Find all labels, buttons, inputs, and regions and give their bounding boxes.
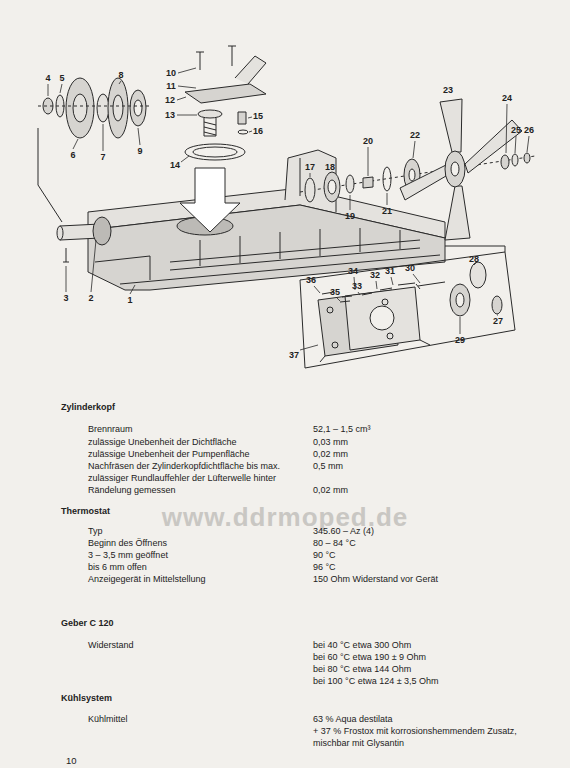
callout-number: 27	[493, 315, 503, 327]
fan-shaft	[57, 217, 111, 262]
callout-number: 14	[170, 159, 180, 171]
callout-number: 24	[502, 92, 512, 104]
callout-number: 30	[405, 262, 415, 274]
spec-value: 0,02 mm	[313, 448, 348, 460]
leader-lines	[48, 68, 529, 350]
spec-value: 345.60 – Az (4)	[313, 525, 374, 537]
spec-label: Kühlmittel	[88, 713, 128, 725]
callout-number: 11	[166, 80, 176, 92]
callout-number: 19	[345, 210, 355, 222]
spec-value: 52,1 – 1,5 cm³	[313, 423, 371, 435]
callout-number: 36	[306, 274, 316, 286]
callout-number: 8	[118, 69, 123, 81]
page-number: 10	[66, 755, 77, 767]
callout-number: 16	[253, 125, 263, 137]
spec-value: 0,02 mm	[313, 484, 348, 496]
spec-value: 96 °C	[313, 561, 336, 573]
callout-number: 13	[165, 109, 175, 121]
callout-number: 10	[166, 67, 176, 79]
spec-value: 150 Ohm Widerstand vor Gerät	[313, 573, 438, 585]
callout-number: 35	[330, 286, 340, 298]
spec-value: 63 % Aqua destilata	[313, 713, 393, 725]
section-heading: Kühlsystem	[61, 692, 112, 704]
spec-label: Anzeigegerät in Mittelstellung	[88, 573, 206, 585]
section-heading: Geber C 120	[61, 617, 114, 629]
spec-value: 80 – 84 °C	[313, 537, 356, 549]
callout-number: 32	[370, 269, 380, 281]
callout-number: 34	[348, 265, 358, 277]
spec-value: 0,03 mm	[313, 436, 348, 448]
spec-label: zulässiger Rundlauffehler der Lüfterwell…	[88, 472, 310, 496]
spec-value: + 37 % Frostox mit korrosionshemmendem Z…	[313, 725, 528, 749]
spec-value: bei 80 °C etwa 144 Ohm	[313, 663, 411, 675]
callout-number: 3	[63, 292, 68, 304]
callout-number: 2	[88, 292, 93, 304]
callout-number: 9	[137, 145, 142, 157]
callout-number: 28	[469, 253, 479, 265]
callout-number: 26	[524, 124, 534, 136]
callout-number: 18	[325, 161, 335, 173]
callout-number: 7	[100, 151, 105, 163]
callout-number: 20	[363, 135, 373, 147]
water-pump-group	[300, 246, 515, 368]
callout-number: 29	[455, 334, 465, 346]
spec-value: 90 °C	[313, 549, 336, 561]
flow-arrow	[180, 168, 240, 232]
spec-label: Beginn des Öffnens	[88, 537, 167, 549]
callout-number: 25	[511, 124, 521, 136]
callout-number: 21	[382, 205, 392, 217]
callout-number: 17	[305, 161, 315, 173]
callout-number: 22	[410, 129, 420, 141]
spec-label: Nachfräsen der Zylinderkopfdichtfläche b…	[88, 460, 280, 472]
callout-number: 12	[165, 94, 175, 106]
callout-number: 15	[253, 110, 263, 122]
callout-number: 33	[352, 280, 362, 292]
spec-label: 3 – 3,5 mm geöffnet	[88, 549, 168, 561]
cylinder-head	[88, 150, 445, 290]
callout-number: 5	[59, 72, 64, 84]
spec-value: 0,5 mm	[313, 460, 343, 472]
thermostat-group	[185, 46, 266, 160]
callout-number: 6	[70, 149, 75, 161]
fan-shaft-parts	[300, 99, 535, 240]
callout-number: 37	[289, 349, 299, 361]
spec-label: Widerstand	[88, 639, 134, 651]
spec-label: zulässige Unebenheit der Dichtfläche	[88, 436, 237, 448]
spec-label: Typ	[88, 525, 103, 537]
spec-label: bis 6 mm offen	[88, 561, 147, 573]
callout-number: 23	[443, 84, 453, 96]
spec-value: bei 100 °C etwa 124 ± 3,5 Ohm	[313, 675, 439, 687]
spec-label: zulässige Unebenheit der Pumpenfläche	[88, 448, 250, 460]
callout-number: 4	[45, 72, 50, 84]
section-heading: Zylinderkopf	[61, 401, 115, 413]
callout-number: 31	[385, 265, 395, 277]
spec-value: bei 40 °C etwa 300 Ohm	[313, 639, 411, 651]
pulley-group	[38, 78, 150, 138]
spec-label: Brennraum	[88, 423, 133, 435]
spec-value: bei 60 °C etwa 190 ± 9 Ohm	[313, 651, 426, 663]
section-heading: Thermostat	[61, 505, 110, 517]
callout-number: 1	[127, 294, 132, 306]
